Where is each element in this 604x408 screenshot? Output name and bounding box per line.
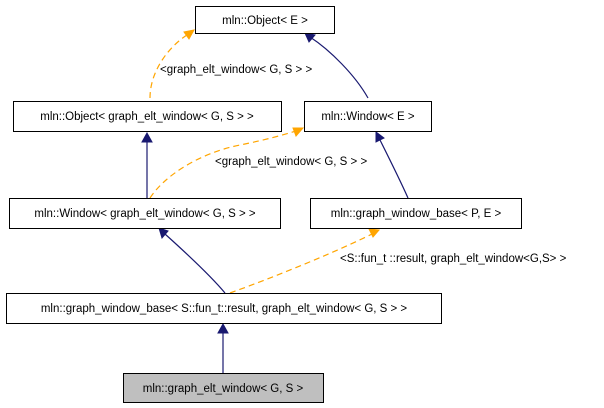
- node-object-graph-elt-window[interactable]: mln::Object< graph_elt_window< G, S > >: [13, 101, 282, 132]
- node-label: mln::Window< E >: [321, 111, 415, 123]
- node-window-e[interactable]: mln::Window< E >: [304, 101, 432, 132]
- node-label: mln::graph_window_base< P, E >: [331, 208, 502, 220]
- edge-arrowhead: [375, 131, 385, 143]
- node-graph-elt-window-current[interactable]: mln::graph_elt_window< G, S >: [123, 373, 324, 403]
- edge-arrowhead: [158, 227, 169, 240]
- edge-arrowhead: [183, 29, 195, 40]
- edge-window-e-to-object-e: [309, 36, 369, 99]
- edge-gwb-fun-to-window-gew: [164, 233, 226, 294]
- edge-gwb-fun-to-gwb-pe: [229, 233, 373, 294]
- node-graph-window-base-p-e[interactable]: mln::graph_window_base< P, E >: [310, 198, 522, 229]
- edge-window-gew-to-window-e: [149, 130, 297, 199]
- edge-object-gew-to-object-e: [149, 32, 191, 99]
- edge-gwb-pe-to-window-e: [379, 139, 409, 199]
- node-label: mln::graph_elt_window< G, S >: [143, 383, 304, 395]
- node-window-graph-elt-window[interactable]: mln::Window< graph_elt_window< G, S > >: [9, 198, 281, 229]
- edge-arrowhead: [368, 228, 381, 238]
- node-label: mln::Window< graph_elt_window< G, S > >: [34, 208, 255, 220]
- node-label: mln::Object< graph_elt_window< G, S > >: [40, 111, 254, 123]
- node-label: mln::Object< E >: [222, 15, 308, 27]
- edge-arrowhead: [304, 32, 316, 43]
- node-graph-window-base-fun[interactable]: mln::graph_window_base< S::fun_t::result…: [6, 293, 442, 324]
- edge-label-object-template: <graph_elt_window< G, S > >: [160, 64, 312, 76]
- edge-arrowhead: [292, 127, 305, 137]
- edge-label-window-template: <graph_elt_window< G, S > >: [215, 156, 367, 168]
- edge-arrowhead: [141, 131, 153, 143]
- node-object-e[interactable]: mln::Object< E >: [195, 6, 335, 34]
- edge-label-gwb-template: <S::fun_t ::result, graph_elt_window<G,S…: [340, 253, 567, 265]
- node-label: mln::graph_window_base< S::fun_t::result…: [41, 303, 408, 315]
- edge-arrowhead: [217, 322, 229, 334]
